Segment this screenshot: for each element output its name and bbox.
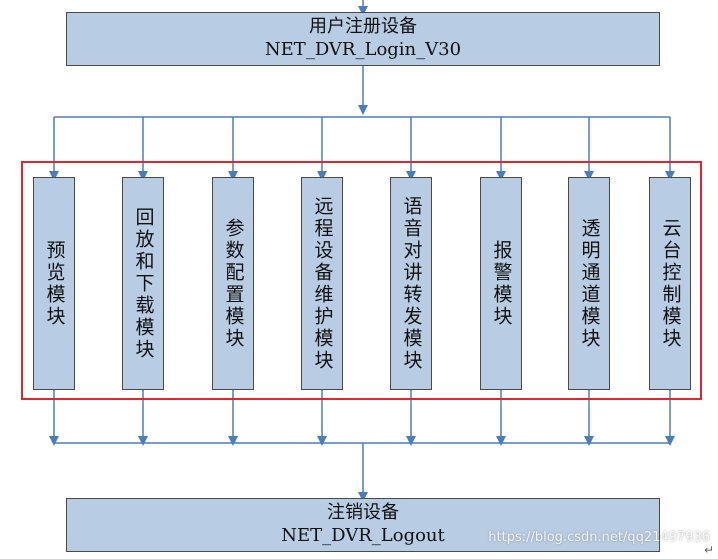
- module-playback-download: 回放和下载模块: [122, 177, 164, 390]
- module-voice-talk: 语音对讲转发模块: [390, 177, 432, 390]
- module-ptz-control: 云台控制模块: [649, 177, 691, 390]
- module-remote-maintenance: 远程设备维护模块: [301, 177, 343, 390]
- return-mark: ↵: [703, 543, 714, 557]
- login-function: NET_DVR_Login_V30: [264, 39, 462, 60]
- module-alarm: 报警模块: [480, 177, 522, 390]
- logout-title: 注销设备: [327, 502, 399, 523]
- modules-highlight-frame: [21, 161, 702, 400]
- login-device-box: 用户注册设备 NET_DVR_Login_V30: [66, 12, 660, 66]
- module-parameter-config: 参数配置模块: [212, 177, 254, 390]
- watermark: https://blog.csdn.net/qq21497936: [488, 530, 710, 545]
- module-transparent-channel: 透明通道模块: [568, 177, 610, 390]
- logout-function: NET_DVR_Logout: [281, 525, 445, 546]
- logout-device-box: 注销设备 NET_DVR_Logout: [66, 498, 660, 552]
- login-title: 用户注册设备: [309, 16, 417, 37]
- module-preview: 预览模块: [33, 177, 75, 390]
